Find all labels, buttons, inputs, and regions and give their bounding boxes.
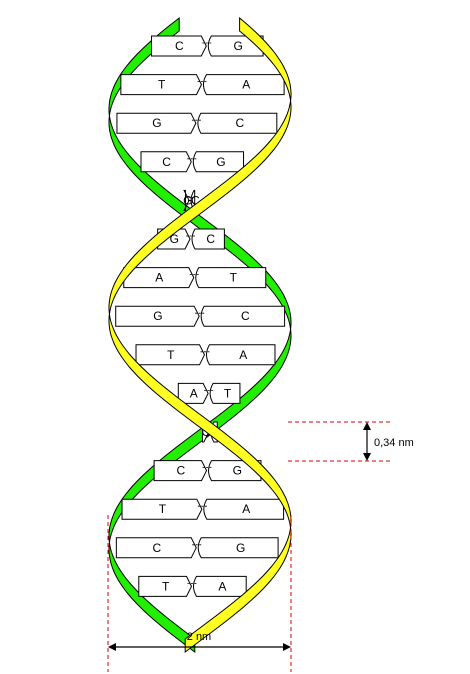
left-base-letter: C xyxy=(162,155,171,169)
rise-arrowhead-top xyxy=(363,422,371,430)
right-base xyxy=(200,305,286,327)
left-base xyxy=(151,35,207,57)
left-base-letter: G xyxy=(152,116,161,130)
front-strand xyxy=(108,16,292,653)
right-base xyxy=(206,344,276,366)
left-base xyxy=(115,305,200,327)
spacing-dimension: 0,34 nm xyxy=(288,421,414,462)
right-base-letter: C xyxy=(236,116,245,130)
left-base xyxy=(116,112,197,134)
right-base-letter: A xyxy=(242,502,250,516)
left-base-letter: T xyxy=(167,348,175,362)
right-base-letter: A xyxy=(218,579,226,593)
width-label: 2 nm xyxy=(187,631,211,643)
right-base-letter: T xyxy=(230,271,238,285)
width-arrowhead-left xyxy=(108,643,116,651)
right-base xyxy=(192,575,247,597)
left-base-letter: G xyxy=(183,193,192,207)
left-base-letter: T xyxy=(158,78,166,92)
right-base xyxy=(192,151,245,173)
left-base-letter: G xyxy=(170,232,179,246)
left-base-letter: C xyxy=(152,541,161,555)
left-base xyxy=(138,575,193,597)
left-base xyxy=(121,498,203,520)
front-strand-ribbon xyxy=(108,16,292,653)
right-base-letter: T xyxy=(224,386,232,400)
right-base xyxy=(191,228,225,250)
left-base xyxy=(183,189,190,211)
right-base-letter: C xyxy=(206,232,215,246)
rise-label: 0,34 nm xyxy=(374,437,414,449)
right-base-letter: G xyxy=(236,541,245,555)
left-base-letter: C xyxy=(176,464,185,478)
right-base xyxy=(197,112,278,134)
right-base-letter: G xyxy=(233,464,242,478)
width-dimension: 2 nm xyxy=(107,515,292,672)
right-base xyxy=(195,267,267,289)
left-base-letter: T xyxy=(159,502,167,516)
left-base xyxy=(153,460,208,482)
right-base xyxy=(209,382,241,404)
right-base xyxy=(202,74,285,96)
right-base-letter: A xyxy=(239,348,247,362)
right-base-letter: A xyxy=(242,78,250,92)
left-base-letter: A xyxy=(190,386,198,400)
left-base xyxy=(120,74,203,96)
right-base xyxy=(203,498,285,520)
left-base-letter: G xyxy=(153,309,162,323)
right-base-letter: G xyxy=(216,155,225,169)
right-base-letter: C xyxy=(241,309,250,323)
left-base xyxy=(123,267,195,289)
right-base xyxy=(207,35,264,57)
left-base-letter: C xyxy=(175,39,184,53)
left-base xyxy=(115,537,197,559)
right-base-letter: C xyxy=(191,193,200,207)
right-base xyxy=(197,537,279,559)
left-base-letter: T xyxy=(162,579,170,593)
base-pair-rungs: CGTAGCCGGCGCATGCTAATGCCGTACGTA xyxy=(115,35,286,597)
left-base-letter: A xyxy=(155,271,163,285)
right-base-letter: G xyxy=(234,39,243,53)
left-base xyxy=(140,151,192,173)
width-arrowhead-right xyxy=(283,643,291,651)
rise-arrowhead-bottom xyxy=(363,453,371,461)
